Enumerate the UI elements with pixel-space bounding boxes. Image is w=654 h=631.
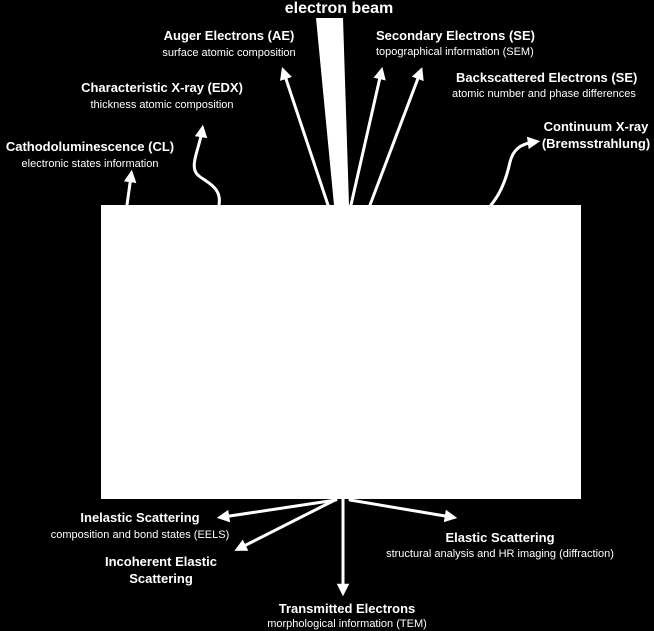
sample-block <box>101 205 581 499</box>
backscattered-electrons-arrow <box>368 67 424 207</box>
transmitted-electrons-title: Transmitted Electrons <box>279 601 416 616</box>
continuum-xray-arrow <box>489 136 541 207</box>
incoherent-scattering-title: Incoherent Elastic <box>105 554 217 569</box>
characteristic-xray-title: Characteristic X-ray (EDX) <box>81 80 243 95</box>
sample-label: SAMPLE <box>83 317 100 385</box>
inelastic-scattering-subtitle: composition and bond states (EELS) <box>51 529 230 541</box>
incoherent-scattering-subtitle: Scattering <box>129 571 193 586</box>
backscattered-electrons-title: Backscattered Electrons (SE) <box>456 70 637 85</box>
secondary-electrons-arrow <box>349 66 386 207</box>
cathodoluminescence-title: Cathodoluminescence (CL) <box>6 139 174 154</box>
electron-beam-shape <box>316 18 349 205</box>
inelastic-scattering-title: Inelastic Scattering <box>80 510 199 525</box>
characteristic-xray-arrow <box>192 124 221 207</box>
secondary-electrons-title: Secondary Electrons (SE) <box>376 28 535 43</box>
inelastic-scattering-arrow <box>216 498 338 523</box>
auger-electrons-arrow <box>280 67 330 207</box>
electron-beam-label: electron beam <box>285 0 393 17</box>
continuum-xray-title: Continuum X-ray <box>544 119 649 134</box>
backscattered-electrons-subtitle: atomic number and phase differences <box>452 88 636 100</box>
cathodoluminescence-arrow <box>123 169 137 207</box>
transmitted-electrons-subtitle: morphological information (TEM) <box>267 618 427 630</box>
cathodoluminescence-subtitle: electronic states information <box>22 158 159 170</box>
auger-electrons-title: Auger Electrons (AE) <box>164 28 295 43</box>
incoherent-scattering-arrow <box>234 499 335 551</box>
auger-electrons-subtitle: surface atomic composition <box>162 47 295 59</box>
elastic-scattering-arrow <box>348 498 458 523</box>
continuum-xray-subtitle: (Bremsstrahlung) <box>542 136 650 151</box>
characteristic-xray-subtitle: thickness atomic composition <box>90 99 233 111</box>
elastic-scattering-title: Elastic Scattering <box>445 530 554 545</box>
secondary-electrons-subtitle: topographical information (SEM) <box>376 46 534 58</box>
elastic-scattering-subtitle: structural analysis and HR imaging (diff… <box>386 548 614 560</box>
